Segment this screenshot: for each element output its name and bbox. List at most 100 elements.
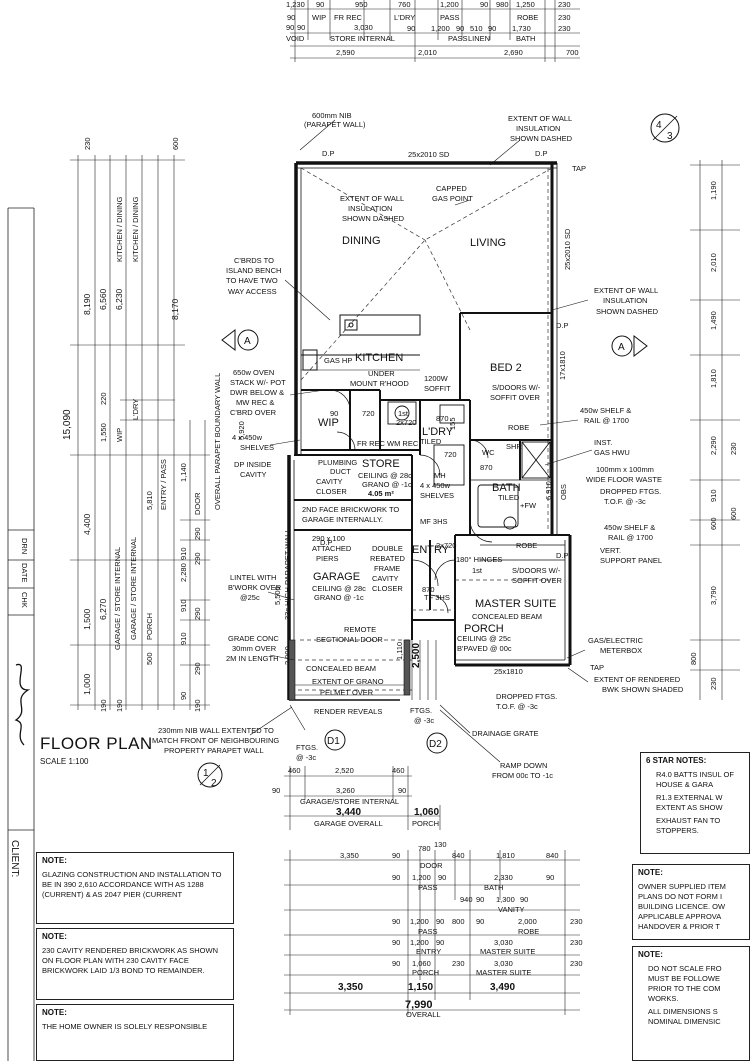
store-area: 4.05 m²: [368, 489, 394, 498]
section-a-right: A: [618, 342, 625, 353]
dim-text: 1,200: [410, 917, 429, 926]
lintel-2: B'WORK OVER: [228, 583, 282, 592]
dim-text: 6,230: [114, 288, 124, 310]
dim-text: 90: [287, 13, 295, 22]
room-garage: GARAGE: [313, 571, 360, 583]
dim-text: 230: [83, 137, 92, 150]
nib-230-3: PROPERTY PARAPET WALL: [164, 746, 264, 755]
note-owner: NOTE: THE HOME OWNER IS SOLELY RESPONSIB…: [36, 1004, 234, 1061]
capped-2: GAS POINT: [432, 194, 473, 203]
note-brickwork: NOTE: 230 CAVITY RENDERED BRICKWORK AS S…: [36, 928, 234, 1000]
face-brick-2: GARAGE INTERNALLY.: [302, 515, 383, 524]
dim-label: GARAGE OVERALL: [314, 819, 383, 828]
sheet2-top-num: 1: [203, 768, 209, 779]
note-text: THE HOME OWNER IS SOLELY RESPONSIBLE: [42, 1022, 208, 1031]
sheet-ref-bottom: 1 2: [197, 762, 223, 789]
note-heading: NOTE:: [42, 1008, 67, 1017]
piers-2: ATTACHED: [312, 544, 352, 553]
dim-text: 90: [392, 851, 400, 860]
dim-text: 90: [438, 873, 446, 882]
dim-text: 1,810: [709, 369, 718, 388]
dim-text: 1,200: [412, 873, 431, 882]
note-item: ALL DIMENSIONS S NOMINAL DIMENSIC: [648, 1007, 721, 1026]
sheet-ref-top: 4 3: [650, 113, 680, 143]
piers-1: 290 x 100: [312, 534, 345, 543]
shelves-1: 4 x 450w: [232, 433, 263, 442]
dim-text: 840: [546, 851, 559, 860]
title-block-text: DRN DATE CHK CLIENT:: [9, 538, 31, 877]
dropped-bottom-2: T.O.F. @ -3c: [496, 702, 538, 711]
double-5: CLOSER: [372, 584, 403, 593]
dim-label: PORCH: [412, 968, 439, 977]
note-item: DO NOT SCALE FRO MUST BE FOLLOWE PRIOR T…: [648, 964, 722, 1003]
dim-text: 1,300: [496, 895, 515, 904]
annotations: 600mm NIB (PARAPET WALL) 25x2010 SD EXTE…: [152, 111, 684, 780]
bottom-dimension-lines: [284, 766, 580, 1015]
tap-label-2: TAP: [590, 663, 604, 672]
dim-text: 1,490: [709, 311, 718, 330]
dim-text: 290: [193, 527, 202, 540]
dim-text: 90: [392, 873, 400, 882]
dim-label: VANITY: [498, 905, 525, 914]
cbrds-4: WAY ACCESS: [228, 287, 277, 296]
shelf-m-2: RAIL @ 1700: [608, 533, 653, 542]
pelmet: PELMET OVER: [320, 688, 374, 697]
dp-inside-1: DP INSIDE: [234, 460, 271, 469]
sheet-top-num: 4: [656, 120, 662, 131]
vert-1: VERT.: [600, 546, 621, 555]
dim-text: 230: [729, 442, 738, 455]
grade-3: 2M IN LENGTH: [226, 654, 279, 663]
dim-label: ROBE: [517, 13, 538, 22]
dim-text: 1,190: [709, 181, 718, 200]
inst-1: INST.: [594, 438, 612, 447]
sdoors-m-2: SOFFIT OVER: [512, 576, 562, 585]
dim-text: 230: [558, 24, 571, 33]
dim-label: ROBE: [518, 927, 539, 936]
dim-label: PASS: [448, 34, 467, 43]
sdoors-m-1: S/DOORS W/-: [512, 566, 561, 575]
dim-text: 2,000: [518, 917, 537, 926]
dim-text: 460: [288, 766, 301, 775]
dim-overall-left: 15,090: [62, 409, 73, 440]
bottom-dimension-text: 460 2,520 460 90 3,260 90 GARAGE/STORE I…: [272, 766, 583, 1019]
dim-text: 90: [436, 938, 444, 947]
room-dining: DINING: [342, 235, 381, 247]
ext-wall-right-1: EXTENT OF WALL: [594, 286, 658, 295]
dim-text: 2,520: [335, 766, 354, 775]
hinges: 180° HINGES: [456, 555, 502, 564]
dim-text: 230: [558, 13, 571, 22]
cbrds-1: C'BRDS TO: [234, 256, 274, 265]
dim-label: ENTRY: [416, 947, 441, 956]
dim-text: 3,030: [494, 938, 513, 947]
dim-label: BATH: [484, 883, 503, 892]
dropped-bottom-1: DROPPED FTGS.: [496, 692, 557, 701]
dim-text: 840: [452, 851, 465, 860]
kitchen-island: [301, 314, 421, 371]
room-master-suite: MASTER SUITE: [475, 598, 556, 610]
remote-1: REMOTE: [344, 625, 376, 634]
dim-text: 190: [115, 699, 124, 712]
ceiling-garage: CEILING @ 28c: [312, 584, 366, 593]
dim-text: 5,500: [273, 586, 282, 605]
dim-text: 1st: [472, 566, 483, 575]
dim-text: 720: [444, 450, 457, 459]
parapet-wall: (PARAPET WALL): [304, 120, 366, 129]
ftgs-left-val: @ -3c: [296, 753, 316, 762]
shelves-2: SHELVES: [240, 443, 274, 452]
ceiling-porch: CEILING @ 25c: [457, 634, 511, 643]
dim-label: WIP: [115, 428, 124, 442]
dim-text: 6,270: [98, 598, 108, 620]
gas-meter-1: GAS/ELECTRIC: [588, 636, 644, 645]
dim-label: GARAGE / STORE INTERNAL: [129, 537, 138, 640]
dim-label: WIP: [312, 13, 326, 22]
dim-text: 3,350: [340, 851, 359, 860]
ext-wall-top-1: EXTENT OF WALL: [508, 114, 572, 123]
shelves-bath-1: 4 x 450w: [420, 481, 451, 490]
dim-text: 1,000: [82, 673, 92, 695]
dp-label: D.P: [556, 551, 569, 560]
soffit: SOFFIT: [424, 384, 451, 393]
dashed-lines: [298, 167, 555, 691]
dim-text: 90: [476, 917, 484, 926]
sd-top: 25x2010 SD: [408, 150, 450, 159]
